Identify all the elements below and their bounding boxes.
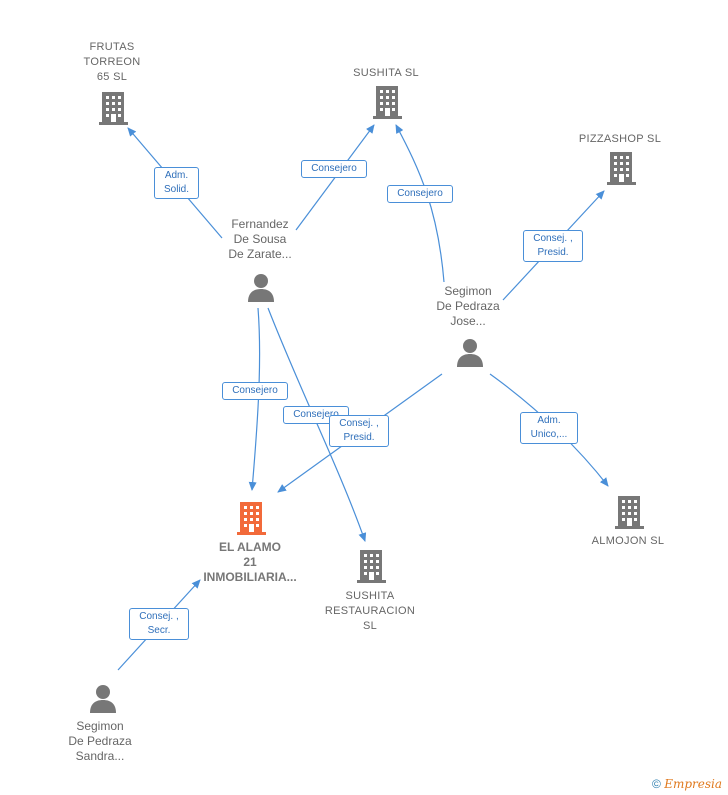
brand-logo: Empresia xyxy=(664,777,722,791)
person-node-fernandez[interactable]: Fernandez De Sousa De Zarate... xyxy=(210,217,310,262)
person-name: Segimon De Pedraza Jose... xyxy=(436,284,500,328)
company-name: SUSHITA SL xyxy=(353,67,419,79)
company-name: EL ALAMO 21 INMOBILIARIA... xyxy=(203,540,297,584)
company-node-sushita[interactable]: SUSHITA SL xyxy=(336,66,436,81)
person-name: Segimon De Pedraza Sandra... xyxy=(68,719,132,763)
company-name: ALMOJON SL xyxy=(591,535,665,547)
company-node-frutas[interactable]: FRUTAS TORREON 65 SL xyxy=(62,40,162,85)
edge-label-consej-presid-alamo: Consej. , Presid. xyxy=(329,415,389,447)
person-icon xyxy=(90,685,116,713)
company-name: PIZZASHOP SL xyxy=(578,133,662,145)
person-node-segimon-jose[interactable]: Segimon De Pedraza Jose... xyxy=(418,284,518,329)
edge-label-consejero-segimon-sushita: Consejero xyxy=(387,185,453,203)
company-name: SUSHITA RESTAURACION SL xyxy=(324,590,416,632)
edge-fernandez-rest xyxy=(267,307,367,542)
building-icon xyxy=(615,496,644,529)
footer-brand[interactable]: © Empresia xyxy=(652,777,722,791)
edge-label-consej-secr: Consej. , Secr. xyxy=(129,608,189,640)
building-icon xyxy=(607,152,636,185)
edge-label-consej-presid-pizzashop: Consej. , Presid. xyxy=(523,230,583,262)
company-node-almojon[interactable]: ALMOJON SL xyxy=(578,534,678,549)
person-icon xyxy=(248,274,274,302)
copyright-icon: © xyxy=(652,777,661,791)
person-node-segimon-sandra[interactable]: Segimon De Pedraza Sandra... xyxy=(50,719,150,764)
person-name: Fernandez De Sousa De Zarate... xyxy=(228,217,292,261)
company-node-sushita-restauracion[interactable]: SUSHITA RESTAURACION SL xyxy=(310,589,430,634)
company-node-pizzashop[interactable]: PIZZASHOP SL xyxy=(570,132,670,147)
building-icon xyxy=(99,92,128,125)
edge-label-adm-solid: Adm. Solid. xyxy=(154,167,199,199)
building-icon xyxy=(237,502,266,535)
building-icon xyxy=(373,86,402,119)
building-icon xyxy=(357,550,386,583)
edge-segimon-sushita xyxy=(395,124,445,283)
edge-label-consejero-fernandez-sushita: Consejero xyxy=(301,160,367,178)
person-icon xyxy=(457,339,483,367)
company-name: FRUTAS TORREON 65 SL xyxy=(83,41,141,83)
edge-label-consejero-alamo: Consejero xyxy=(222,382,288,400)
company-node-el-alamo[interactable]: EL ALAMO 21 INMOBILIARIA... xyxy=(190,540,310,585)
edge-label-adm-unico: Adm. Unico,... xyxy=(520,412,578,444)
